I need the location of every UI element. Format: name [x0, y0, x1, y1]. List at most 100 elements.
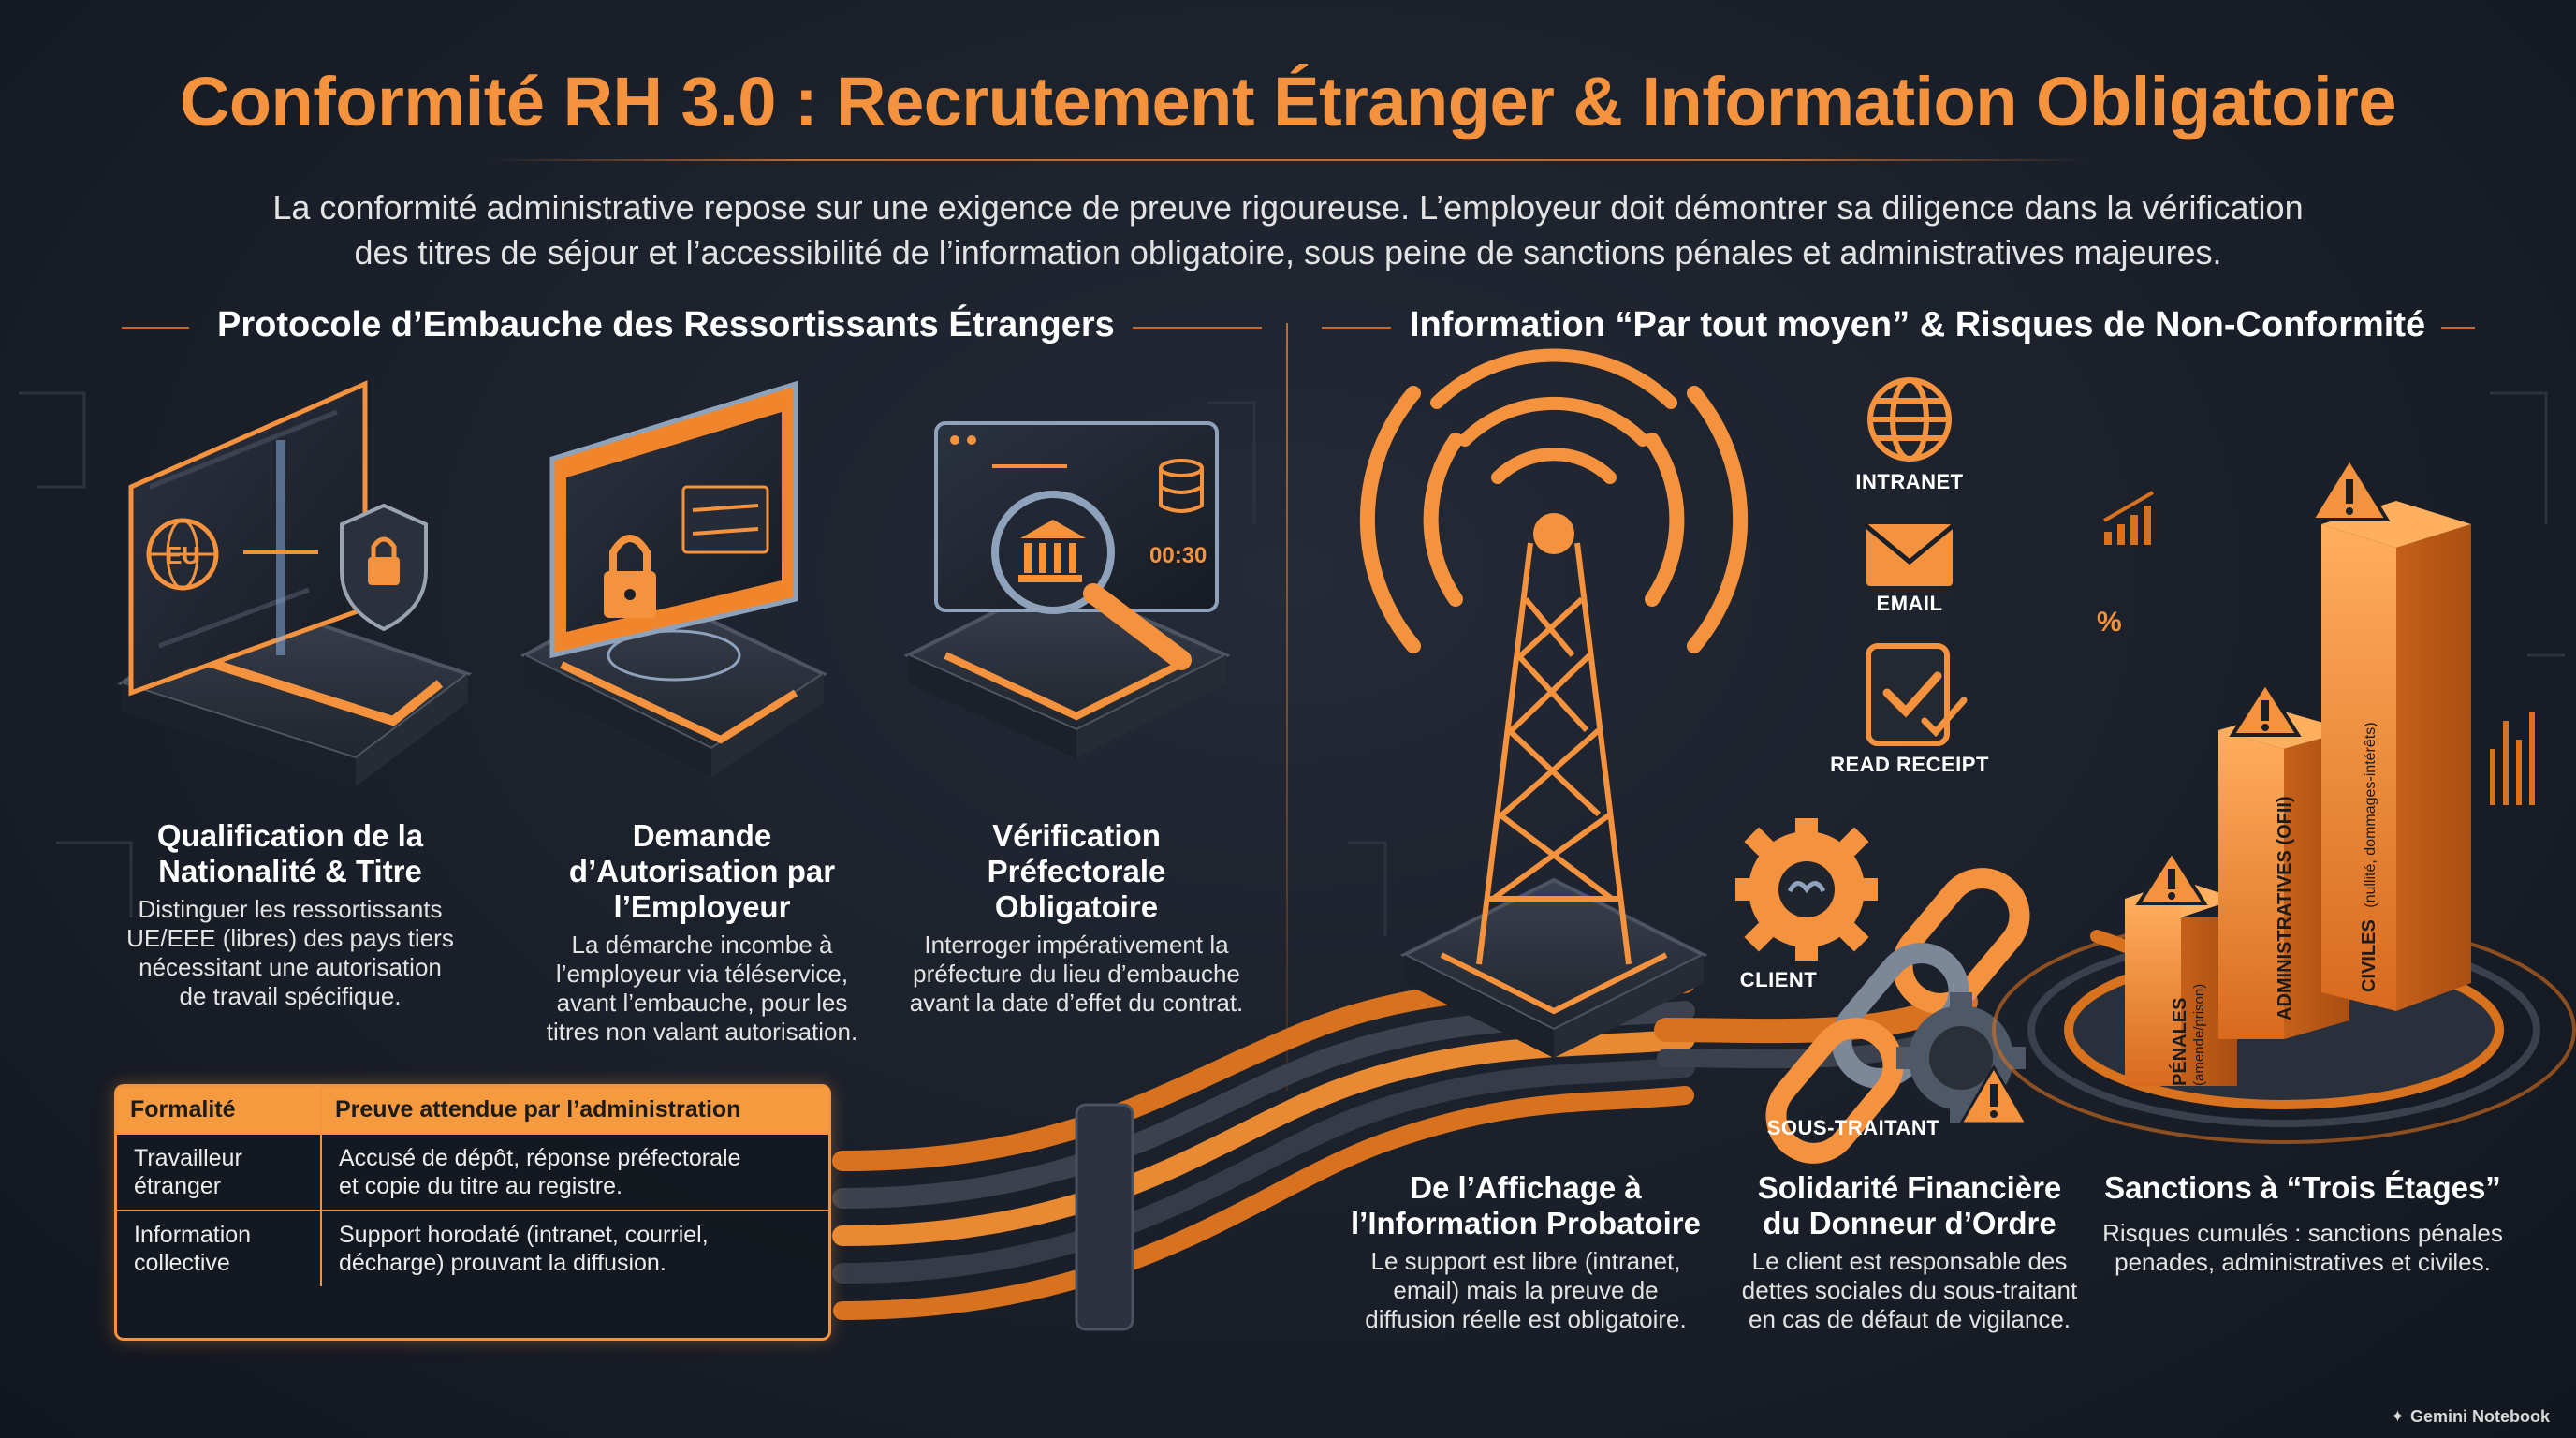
database-icon — [1159, 459, 1204, 513]
left-section-rule-right — [1133, 327, 1262, 329]
step1-title-l1: Qualification de la — [156, 818, 424, 853]
step2-title-l2: d’Autorisation par — [568, 854, 836, 888]
step3-title-l3: Obligatoire — [994, 889, 1159, 924]
intro-line-2: des titres de séjour et l’accessibilité … — [354, 233, 2222, 271]
step2-title-l1: Demande — [632, 818, 772, 853]
page-title: Conformité RH 3.0 : Recrutement Étranger… — [179, 63, 2397, 140]
card-affichage: De l’Affichage à l’Information Probatoir… — [1329, 1170, 1722, 1334]
pillar-label-administratives: ADMINISTRATIVES (OFII) — [2275, 796, 2295, 1020]
table-cell-line: décharge) prouvant la diffusion. — [339, 1250, 666, 1276]
step1-text-l2: UE/EEE (libres) des pays tiers — [126, 924, 454, 952]
left-section-rule-left — [122, 327, 189, 329]
magnifier-bank-icon — [991, 491, 1192, 670]
pillar-penales-main: PÉNALES — [2170, 997, 2190, 1086]
channel-label-email: EMAIL — [1876, 592, 1943, 615]
step2-illustration — [520, 380, 828, 777]
card3-text-l2: penades, administratives et civiles. — [2115, 1248, 2491, 1276]
card2-title-l1: Solidarité Financière — [1757, 1170, 2062, 1205]
card2-title-l2: du Donneur d’Ordre — [1763, 1206, 2056, 1240]
eu-globe-icon — [146, 518, 219, 591]
card1-text-l2: email) mais la preuve de — [1393, 1276, 1659, 1304]
pillar-penales — [2125, 880, 2237, 1086]
table-cell-line: collective — [134, 1250, 230, 1276]
step-card-qualification: Qualification de la Nationalité & Titre … — [103, 818, 477, 1011]
card3-title-l1: Sanctions à “Trois Étages” — [2104, 1170, 2501, 1205]
table-cell-line: Information — [134, 1222, 252, 1248]
pillar-civiles — [2321, 501, 2471, 1011]
watermark-text: Gemini Notebook — [2409, 1407, 2550, 1426]
radio-tower-icon — [1359, 348, 1749, 1058]
circuit-traces — [19, 391, 2565, 936]
card1-title-l1: De l’Affichage à — [1410, 1170, 1642, 1205]
step2-title-l3: l’Employeur — [613, 889, 791, 924]
pillar-label-civiles: CIVILES (nullité, dommages-intérêts) — [2359, 722, 2380, 992]
table-row: Information collective Support horodaté … — [117, 1210, 828, 1286]
watermark: ✦Gemini Notebook — [2391, 1407, 2550, 1427]
card2-text-l3: en cas de défaut de vigilance. — [1748, 1305, 2071, 1333]
step1-illustration — [117, 380, 473, 786]
globe-icon — [1867, 377, 1952, 462]
table-cell-line: Support horodaté (intranet, courriel, — [339, 1222, 709, 1248]
right-section-rule-right — [2441, 327, 2475, 329]
intro-line-1: La conformité administrative repose sur … — [272, 188, 2304, 227]
party-label-client: CLIENT — [1739, 968, 1818, 991]
card2-text-l1: Le client est responsable des — [1751, 1247, 2068, 1275]
table-cell: Accusé de dépôt, réponse préfectorale et… — [321, 1133, 828, 1211]
section-divider — [1286, 323, 1288, 1091]
tablet-check-icon — [1866, 643, 1968, 746]
step2-text-l1: La démarche incombe à — [571, 931, 833, 959]
right-section-title: Information “Par tout moyen” & Risques d… — [1410, 305, 2426, 345]
card2-text-l2: dettes sociales du sous-traitant — [1741, 1276, 2078, 1304]
card1-text-l3: diffusion réelle est obligatoire. — [1365, 1305, 1687, 1333]
card3-text-l1: Risques cumulés : sanctions pénales — [2102, 1219, 2503, 1247]
step2-text-l3: avant l’embauche, pour les — [556, 989, 848, 1017]
table-cell-line: Travailleur — [134, 1145, 242, 1171]
pillar-label-penales: PÉNALES (amende/prison) — [2170, 984, 2207, 1086]
warning-icon — [1958, 1064, 2029, 1125]
party-label-sous-traitant: SOUS-TRAITANT — [1766, 1116, 1940, 1139]
pillar-penales-sub: (amende/prison) — [2191, 983, 2207, 1086]
eu-badge-label: EU — [165, 541, 200, 569]
step3-text-l1: Interroger impérativement la — [924, 931, 1229, 959]
left-section-title: Protocole d’Embauche des Ressortissants … — [217, 305, 1115, 345]
right-section-rule-left — [1322, 327, 1391, 329]
table-cell: Information collective — [117, 1210, 322, 1286]
proof-table: Formalité Preuve attendue par l’administ… — [114, 1084, 831, 1341]
step2-text-l2: l’employeur via téléservice, — [555, 960, 849, 988]
step3-title-l2: Préfectorale — [987, 854, 1166, 888]
percent-label: % — [2097, 607, 2122, 638]
channel-label-intranet: INTRANET — [1855, 470, 1964, 493]
table-header-preuve: Preuve attendue par l’administration — [321, 1087, 828, 1134]
step1-title-l2: Nationalité & Titre — [158, 854, 422, 888]
table-row: Travailleur étranger Accusé de dépôt, ré… — [117, 1133, 828, 1211]
pillar-civiles-sub: (nullité, dommages-intérêts) — [2363, 722, 2378, 908]
table-cell: Travailleur étranger — [117, 1133, 322, 1211]
table-header-formalite: Formalité — [117, 1087, 322, 1134]
table-cell-line: Accusé de dépôt, réponse préfectorale — [339, 1145, 741, 1171]
step3-title-l1: Vérification — [992, 818, 1161, 853]
step3-text-l3: avant la date d’effet du contrat. — [909, 989, 1244, 1017]
pillar-civiles-main: CIVILES — [2359, 919, 2379, 992]
card-solidarite: Solidarité Financière du Donneur d’Ordre… — [1713, 1170, 2106, 1334]
monitor-lock-icon — [604, 535, 656, 618]
step1-text-l1: Distinguer les ressortissants — [138, 895, 443, 923]
step1-text-l4: de travail spécifique. — [179, 982, 402, 1010]
card1-text-l1: Le support est libre (intranet, — [1370, 1247, 1681, 1275]
pillar-warning-icons — [2135, 455, 2391, 905]
step-card-verification: Vérification Préfectorale Obligatoire In… — [880, 818, 1273, 1018]
channel-label-read-receipt: READ RECEIPT — [1830, 753, 1989, 776]
envelope-icon — [1865, 524, 1954, 586]
table-header-row: Formalité Preuve attendue par l’administ… — [117, 1087, 828, 1134]
gear-handshake-icon — [1735, 818, 1878, 961]
sparkle-icon: ✦ — [2390, 1407, 2405, 1426]
timer-label: 00:30 — [1149, 543, 1208, 568]
step-card-autorisation: Demande d’Autorisation par l’Employeur L… — [505, 818, 899, 1047]
table-cell-line: étranger — [134, 1173, 222, 1199]
card-sanctions: Sanctions à “Trois Étages” Risques cumul… — [2069, 1170, 2537, 1277]
bar-growth-icon — [2103, 491, 2535, 805]
step3-text-l2: préfecture du lieu d’embauche — [913, 960, 1240, 988]
step1-text-l3: nécessitant une autorisation — [139, 953, 442, 981]
title-underline — [487, 159, 2089, 161]
card1-title-l2: l’Information Probatoire — [1350, 1206, 1702, 1240]
